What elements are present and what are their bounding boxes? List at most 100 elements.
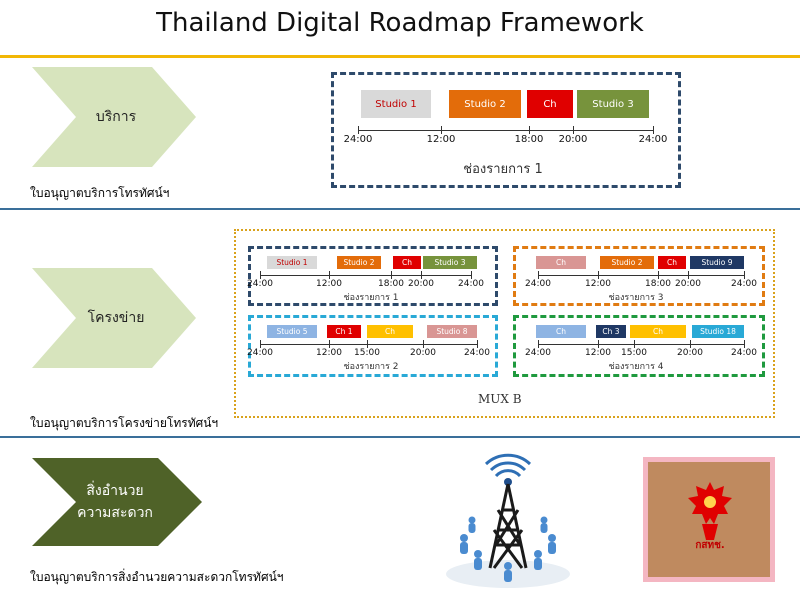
timeline-tick-label: 24:00 bbox=[343, 134, 373, 145]
schedule-bar: Studio 2 bbox=[337, 256, 381, 269]
timeline-tick-label: 12:00 bbox=[585, 348, 611, 358]
timeline-tick-label: 18:00 bbox=[378, 279, 404, 289]
row-divider-1 bbox=[0, 208, 800, 210]
timeline-tick bbox=[423, 340, 424, 348]
timeline-tick-label: 24:00 bbox=[458, 279, 484, 289]
broadcast-tower-icon bbox=[446, 453, 570, 588]
timeline-tick bbox=[573, 126, 574, 134]
timeline-tick-label: 24:00 bbox=[731, 348, 757, 358]
timeline-tick-label: 24:00 bbox=[731, 279, 757, 289]
timeline-tick-label: 24:00 bbox=[247, 348, 273, 358]
schedule-bar: Ch bbox=[536, 325, 586, 338]
timeline-tick bbox=[744, 271, 745, 279]
timeline-tick-label: 20:00 bbox=[408, 279, 434, 289]
service-chevron bbox=[32, 67, 196, 167]
channel-label: ช่องรายการ 1 bbox=[343, 293, 399, 303]
service-channel-frame bbox=[331, 72, 681, 188]
timeline-tick-label: 18:00 bbox=[514, 134, 544, 145]
schedule-bar: Ch bbox=[630, 325, 686, 338]
timeline-tick-label: 24:00 bbox=[247, 279, 273, 289]
schedule-bar: Ch bbox=[658, 256, 686, 269]
timeline-tick bbox=[538, 340, 539, 348]
nbtc-logo-text: กสทช. bbox=[695, 540, 725, 551]
channel-label: ช่องรายการ 1 bbox=[463, 162, 543, 177]
schedule-bar: Ch bbox=[393, 256, 421, 269]
schedule-bar: Studio 1 bbox=[267, 256, 317, 269]
network-chevron-label: โครงข่าย bbox=[87, 309, 145, 326]
schedule-bar: Studio 1 bbox=[361, 90, 431, 118]
timeline-axis bbox=[538, 344, 744, 345]
timeline-tick bbox=[367, 340, 368, 348]
schedule-bar: Studio 8 bbox=[427, 325, 477, 338]
channel-label: ช่องรายการ 2 bbox=[343, 362, 399, 372]
schedule-bar: Ch bbox=[527, 90, 573, 118]
timeline-tick-label: 12:00 bbox=[426, 134, 456, 145]
timeline-tick bbox=[471, 271, 472, 279]
timeline-tick-label: 20:00 bbox=[677, 348, 703, 358]
timeline-tick bbox=[658, 271, 659, 279]
timeline-axis bbox=[260, 344, 477, 345]
schedule-bar: Ch bbox=[367, 325, 413, 338]
page-title: Thailand Digital Roadmap Framework bbox=[156, 8, 644, 38]
timeline-tick bbox=[688, 271, 689, 279]
timeline-tick-label: 12:00 bbox=[316, 279, 342, 289]
timeline-tick-label: 12:00 bbox=[585, 279, 611, 289]
row-divider-2 bbox=[0, 436, 800, 438]
facility-license-label: ใบอนุญาตบริการสิ่งอำนวยความสะดวกโทรทัศน์… bbox=[30, 570, 284, 584]
channel-label: ช่องรายการ 3 bbox=[608, 293, 664, 303]
mux-label: MUX B bbox=[478, 392, 522, 406]
service-license-label: ใบอนุญาตบริการโทรทัศน์ฯ bbox=[30, 186, 170, 200]
timeline-tick bbox=[529, 126, 530, 134]
schedule-bar: Studio 2 bbox=[600, 256, 654, 269]
timeline-tick bbox=[260, 271, 261, 279]
facility-chevron bbox=[32, 458, 202, 546]
schedule-bar: Ch bbox=[536, 256, 586, 269]
channel-label: ช่องรายการ 4 bbox=[608, 362, 664, 372]
timeline-tick bbox=[329, 340, 330, 348]
schedule-bar: Ch 3 bbox=[596, 325, 626, 338]
network-channel-3-frame: Ch Studio 2 Ch Studio 9 24:00 12:00 18:00 20:00… bbox=[513, 246, 765, 306]
schedule-bar: Studio 18 bbox=[692, 325, 744, 338]
timeline-tick-label: 20:00 bbox=[675, 279, 701, 289]
timeline-tick bbox=[358, 126, 359, 134]
timeline-tick-label: 15:00 bbox=[354, 348, 380, 358]
timeline-tick-label: 24:00 bbox=[525, 348, 551, 358]
timeline-tick-label: 15:00 bbox=[621, 348, 647, 358]
facility-chevron-label: สิ่งอำนวยความสะดวก bbox=[77, 482, 153, 521]
title-divider bbox=[0, 55, 800, 58]
timeline-axis bbox=[358, 130, 653, 131]
timeline-tick-label: 24:00 bbox=[638, 134, 668, 145]
network-chevron bbox=[32, 268, 196, 368]
schedule-bar: Studio 9 bbox=[690, 256, 744, 269]
timeline-tick bbox=[598, 340, 599, 348]
timeline-tick bbox=[441, 126, 442, 134]
timeline-axis bbox=[538, 275, 744, 276]
timeline-tick bbox=[329, 271, 330, 279]
timeline-tick bbox=[634, 340, 635, 348]
schedule-bar: Ch 1 bbox=[327, 325, 361, 338]
timeline-tick-label: 12:00 bbox=[316, 348, 342, 358]
timeline-tick-label: 24:00 bbox=[525, 279, 551, 289]
timeline-axis bbox=[260, 275, 471, 276]
network-license-label: ใบอนุญาตบริการโครงข่ายโทรทัศน์ฯ bbox=[30, 416, 219, 430]
network-channel-4-frame: Ch Ch 3 Ch Studio 18 24:00 12:00 15:00 20:00 24:… bbox=[513, 315, 765, 377]
timeline-tick bbox=[391, 271, 392, 279]
timeline-tick bbox=[744, 340, 745, 348]
timeline-tick-label: 20:00 bbox=[558, 134, 588, 145]
timeline-tick bbox=[421, 271, 422, 279]
timeline-tick bbox=[538, 271, 539, 279]
garuda-emblem-icon bbox=[688, 482, 732, 540]
nbtc-logo: กสทช. bbox=[643, 457, 775, 582]
timeline-tick-label: 18:00 bbox=[645, 279, 671, 289]
mux-frame bbox=[234, 229, 775, 418]
timeline-tick bbox=[598, 271, 599, 279]
schedule-bar: Studio 3 bbox=[577, 90, 649, 118]
schedule-bar: Studio 3 bbox=[423, 256, 477, 269]
timeline-tick bbox=[653, 126, 654, 134]
schedule-bar: Studio 5 bbox=[267, 325, 317, 338]
timeline-tick bbox=[690, 340, 691, 348]
timeline-tick bbox=[260, 340, 261, 348]
